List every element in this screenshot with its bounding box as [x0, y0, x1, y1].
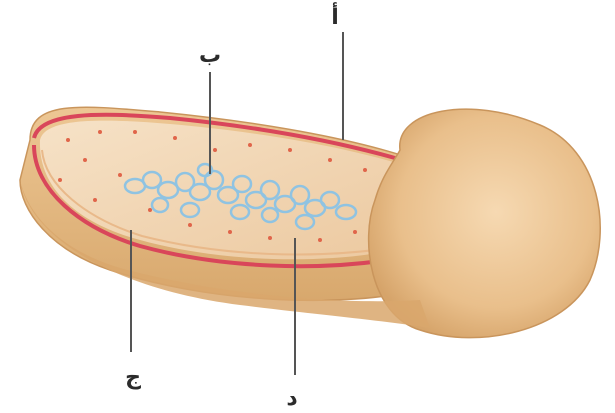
- label-b: ب: [199, 43, 221, 68]
- label-c: ج: [125, 365, 141, 390]
- label-d: د: [286, 386, 297, 411]
- label-a: أ: [331, 1, 339, 30]
